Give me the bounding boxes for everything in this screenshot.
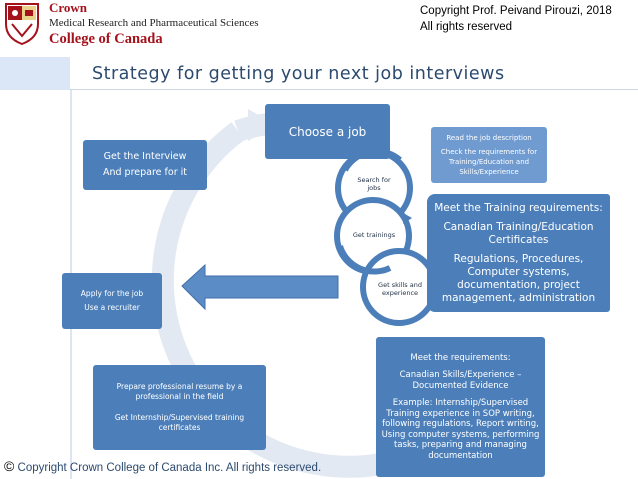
prepare-interview-line: And prepare for it — [102, 167, 187, 178]
resume-line: Prepare professional resume by a profess… — [116, 382, 243, 401]
read-description-box: Read the job description Check the requi… — [431, 127, 547, 183]
get-trainings-label: Get trainings — [352, 231, 396, 239]
training-certificates: Canadian Training/Education Certificates — [443, 220, 594, 246]
get-skills-line: experience — [381, 289, 419, 297]
internship-example: Example: Internship/Supervised Training … — [381, 398, 540, 461]
training-heading: Meet the Training requirements: — [434, 201, 603, 214]
training-topics: Regulations, Procedures, Computer system… — [441, 252, 596, 304]
get-skills-line: Get skills and — [378, 281, 422, 289]
rights-line: All rights reserved — [420, 21, 513, 33]
internship-line: Get Internship/Supervised training certi… — [114, 413, 245, 432]
read-description-line: Read the job description — [446, 134, 532, 142]
get-skills-label: Get skills and experience — [372, 281, 428, 297]
check-requirements-line: Check the requirements for Training/Educ… — [440, 148, 538, 176]
copyright-notice-top: Copyright Prof. Peivand Pirouzi, 2018 Al… — [420, 3, 612, 35]
get-interview-box: Get the Interview And prepare for it — [83, 140, 207, 190]
connector-arrow — [403, 214, 412, 224]
brand-subtitle: Medical Research and Pharmaceutical Scie… — [49, 17, 259, 29]
brand-crown: Crown — [49, 0, 88, 15]
page-title: Strategy for getting your next job inter… — [92, 64, 505, 84]
copyright-line: Copyright Prof. Peivand Pirouzi, 2018 — [420, 5, 612, 17]
recruiter-line: Use a recruiter — [84, 303, 140, 312]
meet-training-box: Meet the Training requirements: Canadian… — [427, 194, 610, 312]
title-rule — [70, 89, 638, 90]
left-arrow — [181, 263, 339, 311]
get-interview-line: Get the Interview — [103, 151, 187, 162]
title-accent-block — [0, 57, 70, 90]
requirements-heading: Meet the requirements: — [410, 352, 511, 363]
meet-requirements-box: Meet the requirements: Canadian Skills/E… — [376, 337, 545, 477]
footer-copyright-text: Copyright Crown College of Canada Inc. A… — [14, 462, 322, 474]
apply-job-box: Apply for the job Use a recruiter — [62, 273, 162, 329]
search-jobs-line: Search for — [357, 176, 391, 184]
search-jobs-label: Search for jobs — [354, 176, 394, 192]
skills-evidence: Canadian Skills/Experience – Documented … — [399, 370, 522, 391]
footer-copyright: © Copyright Crown College of Canada Inc.… — [4, 458, 321, 474]
copyright-symbol: © — [4, 458, 15, 474]
search-jobs-line: jobs — [367, 184, 381, 192]
choose-job-box: Choose a job — [265, 104, 390, 159]
brand-college: College of Canada — [49, 31, 163, 47]
prepare-resume-box: Prepare professional resume by a profess… — [93, 365, 266, 450]
apply-line: Apply for the job — [80, 289, 144, 298]
college-crest-logo — [5, 3, 39, 46]
cycle-arrowhead — [248, 109, 275, 141]
